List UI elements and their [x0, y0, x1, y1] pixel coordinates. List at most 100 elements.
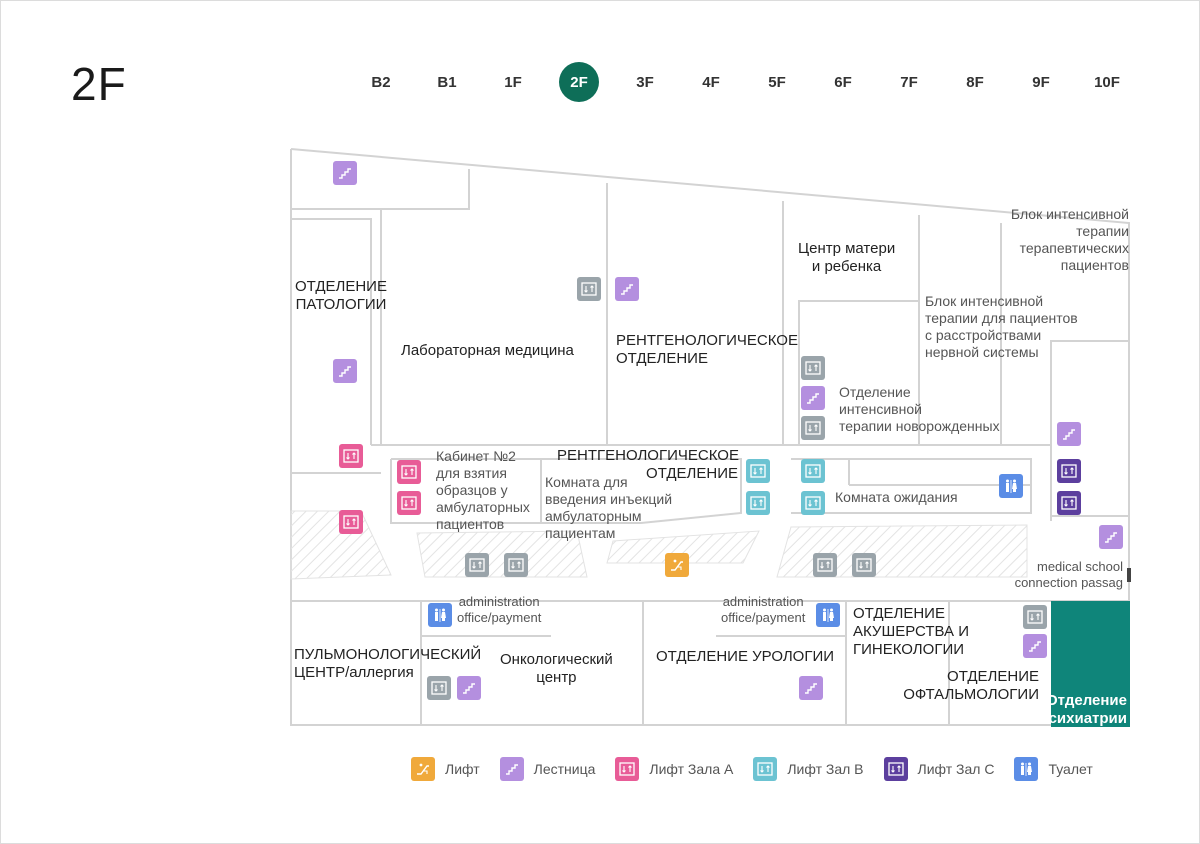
floor-button-1f[interactable]: 1F [504, 73, 522, 91]
medical-school-passage[interactable]: medical school connection passag [1001, 559, 1123, 591]
stairs-icon[interactable] [801, 386, 825, 410]
room-obstetrics-line2: АКУШЕРСТВА И [853, 623, 969, 640]
elevator-icon [615, 757, 640, 781]
room-radiology-mid-line2: ОТДЕЛЕНИЕ [646, 465, 738, 482]
room-radiology-top-line1: РЕНТГЕНОЛОГИЧЕСКОЕ [616, 332, 798, 349]
room-waiting[interactable]: Комната ожидания [835, 489, 958, 505]
stairs-icon [499, 757, 524, 781]
room-psychiatry-line1: Отделение [1046, 692, 1127, 709]
elevator-icon[interactable] [427, 676, 451, 700]
stairs-icon[interactable] [333, 359, 357, 383]
elevator-icon[interactable] [801, 356, 825, 380]
stairs-icon[interactable] [1057, 422, 1081, 446]
room-oncology-line2: центр [536, 669, 577, 686]
room-obstetrics-line3: ГИНЕКОЛОГИИ [853, 641, 965, 658]
room-icu-therapy[interactable]: Блок интенсивной терапии терапевтических… [1001, 206, 1129, 274]
floor-walls [290, 148, 1130, 726]
elevator-c-icon[interactable] [1057, 491, 1081, 515]
room-admin-left-line1: administration [458, 594, 540, 609]
stairs-icon[interactable] [457, 676, 481, 700]
elevator-a-icon[interactable] [397, 460, 421, 484]
room-pulmonology[interactable]: ПУЛЬМОНОЛОГИЧЕСКИЙ ЦЕНТР/аллергия [294, 646, 481, 682]
room-mother-child[interactable]: Центр матери и ребенка [798, 240, 895, 276]
room-icu-neuro[interactable]: Блок интенсивной терапии для пациентов с… [925, 293, 1078, 361]
floor-button-5f[interactable]: 5F [768, 73, 786, 91]
atrium-areas [290, 510, 1028, 580]
elevator-c-icon[interactable] [1057, 459, 1081, 483]
psychiatry-room-highlight[interactable] [1051, 601, 1130, 727]
room-sample-line2: для взятия [436, 465, 507, 481]
room-obstetrics-line1: ОТДЕЛЕНИЕ [853, 605, 945, 622]
floor-button-8f[interactable]: 8F [966, 73, 984, 91]
room-icu-therapy-line1: Блок интенсивной [1010, 206, 1129, 222]
stairs-icon[interactable] [1023, 634, 1047, 658]
room-oncology[interactable]: Онкологический центр [500, 651, 613, 687]
room-psychiatry-line2: психиатрии [1039, 710, 1127, 727]
room-nicu[interactable]: Отделение интенсивной терапии новорожден… [839, 384, 1000, 435]
room-radiology-top[interactable]: РЕНТГЕНОЛОГИЧЕСКОЕ ОТДЕЛЕНИЕ [616, 332, 798, 368]
restroom-icon[interactable] [999, 474, 1023, 498]
elevator-a-icon[interactable] [339, 510, 363, 534]
room-radiology-top-line2: ОТДЕЛЕНИЕ [616, 350, 708, 367]
room-radiology-mid[interactable]: РЕНТГЕНОЛОГИЧЕСКОЕ ОТДЕЛЕНИЕ [557, 447, 739, 483]
room-admin-left[interactable]: administration office/payment [457, 594, 541, 626]
elevator-icon[interactable] [465, 553, 489, 577]
elevator-a-icon[interactable] [397, 491, 421, 515]
elevator-icon[interactable] [852, 553, 876, 577]
restroom-icon[interactable] [816, 603, 840, 627]
elevator-icon[interactable] [801, 416, 825, 440]
stairs-icon[interactable] [615, 277, 639, 301]
room-icu-neuro-line3: с расстройствами [925, 327, 1042, 343]
floor-button-10f[interactable]: 10F [1094, 73, 1120, 91]
elevator-b-icon[interactable] [801, 459, 825, 483]
room-admin-left-line2: office/payment [457, 610, 542, 625]
elevator-icon[interactable] [1023, 605, 1047, 629]
map-edge-marker [1127, 568, 1131, 582]
elevator-icon [753, 757, 778, 781]
stairs-icon[interactable] [799, 676, 823, 700]
room-injection-line3: амбулаторным [545, 508, 642, 524]
escalator-icon[interactable] [665, 553, 689, 577]
room-icu-neuro-line4: нервной системы [925, 344, 1039, 360]
medical-school-line2: connection passag [1014, 575, 1123, 590]
legend-item-stairs: Лестница [499, 757, 595, 781]
floor-button-b2[interactable]: B2 [371, 73, 391, 91]
elevator-b-icon[interactable] [801, 491, 825, 515]
room-mother-child-line1: Центр матери [798, 240, 896, 257]
stairs-icon[interactable] [1099, 525, 1123, 549]
floor-button-2f[interactable]: 2F [559, 62, 599, 102]
room-injection[interactable]: Комната для введения инъекций амбулаторн… [545, 474, 672, 542]
floor-button-3f[interactable]: 3F [636, 73, 654, 91]
room-sample-collection[interactable]: Кабинет №2 для взятия образцов у амбулат… [436, 448, 530, 533]
room-ophthalmology[interactable]: ОТДЕЛЕНИЕ ОФТАЛЬМОЛОГИИ [891, 668, 1039, 704]
room-obstetrics[interactable]: ОТДЕЛЕНИЕ АКУШЕРСТВА И ГИНЕКОЛОГИИ [853, 605, 969, 659]
room-lab-medicine[interactable]: Лабораторная медицина [401, 342, 574, 359]
floor-button-9f[interactable]: 9F [1032, 73, 1050, 91]
room-admin-right[interactable]: administration office/payment [721, 594, 805, 626]
medical-school-line1: medical school [1037, 559, 1123, 574]
elevator-icon[interactable] [577, 277, 601, 301]
elevator-icon[interactable] [504, 553, 528, 577]
room-radiology-mid-line1: РЕНТГЕНОЛОГИЧЕСКОЕ [557, 447, 739, 464]
room-pulmonology-line1: ПУЛЬМОНОЛОГИЧЕСКИЙ [294, 646, 482, 663]
room-injection-line1: Комната для [545, 474, 628, 490]
room-pathology[interactable]: ОТДЕЛЕНИЕ ПАТОЛОГИИ [295, 278, 387, 314]
floor-button-4f[interactable]: 4F [702, 73, 720, 91]
legend-item-restroom: Туалет [1014, 757, 1093, 781]
legend-label-elevator-c: Лифт Зал C [917, 761, 995, 777]
floor-button-b1[interactable]: B1 [437, 73, 457, 91]
elevator-icon[interactable] [813, 553, 837, 577]
elevator-a-icon[interactable] [339, 444, 363, 468]
room-urology[interactable]: ОТДЕЛЕНИЕ УРОЛОГИИ [656, 648, 835, 665]
floor-button-6f[interactable]: 6F [834, 73, 852, 91]
room-sample-line3: образцов у [436, 482, 508, 498]
elevator-icon [883, 757, 908, 781]
room-oncology-line1: Онкологический [500, 651, 613, 668]
room-psychiatry[interactable]: Отделение психиатрии [1011, 692, 1127, 728]
elevator-b-icon[interactable] [746, 459, 770, 483]
floor-button-7f[interactable]: 7F [900, 73, 918, 91]
restroom-icon[interactable] [428, 603, 452, 627]
elevator-b-icon[interactable] [746, 491, 770, 515]
room-icu-therapy-line3: терапевтических [1019, 240, 1129, 256]
stairs-icon[interactable] [333, 161, 357, 185]
